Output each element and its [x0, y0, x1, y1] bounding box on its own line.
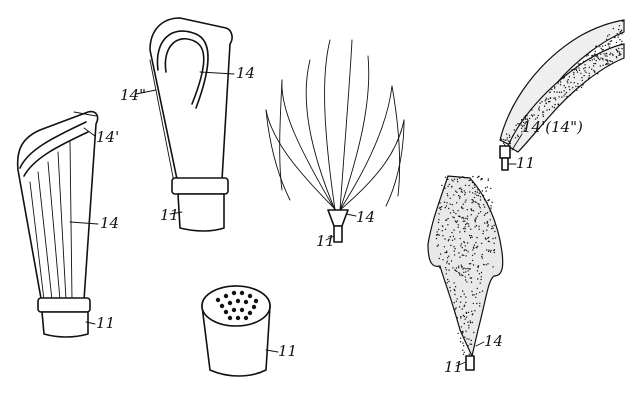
- figure-spray-arrow: [427, 175, 504, 371]
- label-14-double-prime: 14": [120, 86, 146, 104]
- label-11-fig3: 11: [316, 232, 335, 250]
- label-14-prime: 14': [96, 128, 119, 146]
- label-11-fig2: 11: [160, 206, 179, 224]
- label-14-prime-double: 14'(14"): [522, 118, 583, 136]
- label-11-fig6: 11: [516, 154, 535, 172]
- figure-perforated-cap: [201, 285, 271, 377]
- label-11-fig5: 11: [444, 358, 463, 376]
- label-11: 11: [96, 314, 115, 332]
- figure-curved-jet: [499, 19, 625, 171]
- figure-nozzle-slot-left: [16, 110, 99, 338]
- figure-spray-fountain: [265, 39, 405, 243]
- label-11-fig4: 11: [278, 342, 297, 360]
- label-14-fig5: 14: [484, 332, 503, 350]
- label-14-fig2: 14: [236, 64, 255, 82]
- label-14-fig3: 14: [356, 208, 375, 226]
- figure-nozzle-hook: [149, 17, 233, 232]
- label-14: 14: [100, 214, 119, 232]
